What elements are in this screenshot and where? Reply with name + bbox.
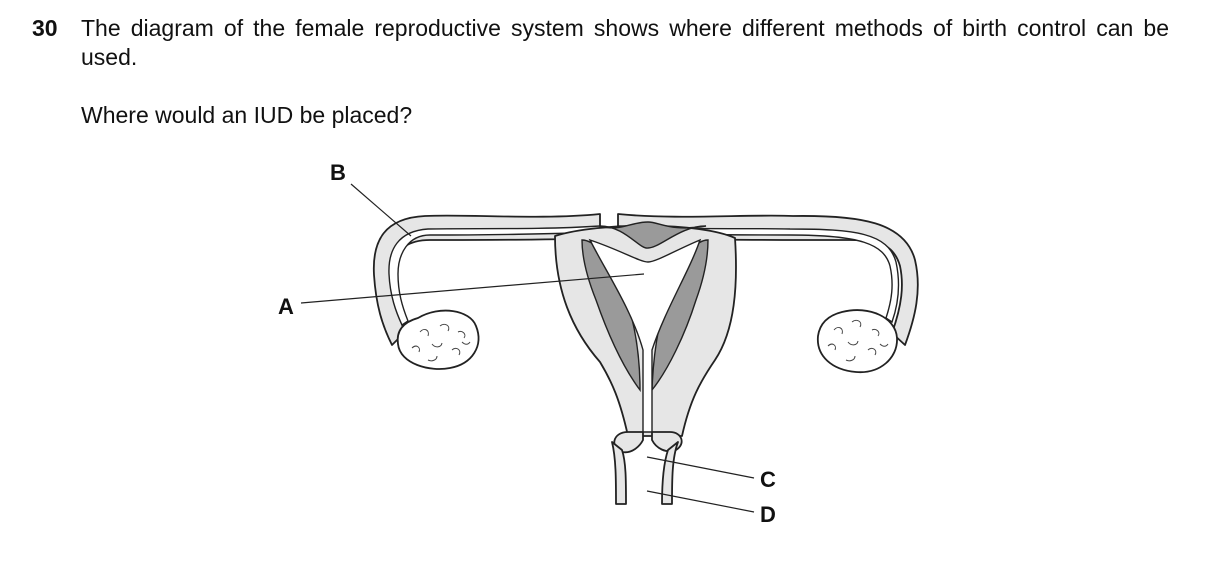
vagina-left-wall — [611, 441, 627, 505]
label-c: C — [760, 467, 776, 492]
pointer-line-a — [300, 273, 645, 304]
question-number: 30 — [32, 15, 58, 41]
label-b: B — [330, 160, 346, 185]
uterine-cavity — [588, 238, 702, 433]
vagina-right-wall — [661, 441, 679, 505]
pointer-line-c — [646, 456, 755, 479]
right-ovary — [817, 309, 898, 373]
uterus-fundus-wall — [599, 221, 707, 249]
question-prompt: Where would an IUD be placed? — [81, 102, 413, 128]
label-a: A — [278, 294, 294, 319]
pointer-line-d — [646, 490, 755, 513]
pointer-line-b — [350, 183, 412, 237]
left-ovary — [396, 309, 480, 370]
label-d: D — [760, 502, 776, 527]
question-text: The diagram of the female reproductive s… — [81, 15, 1169, 70]
